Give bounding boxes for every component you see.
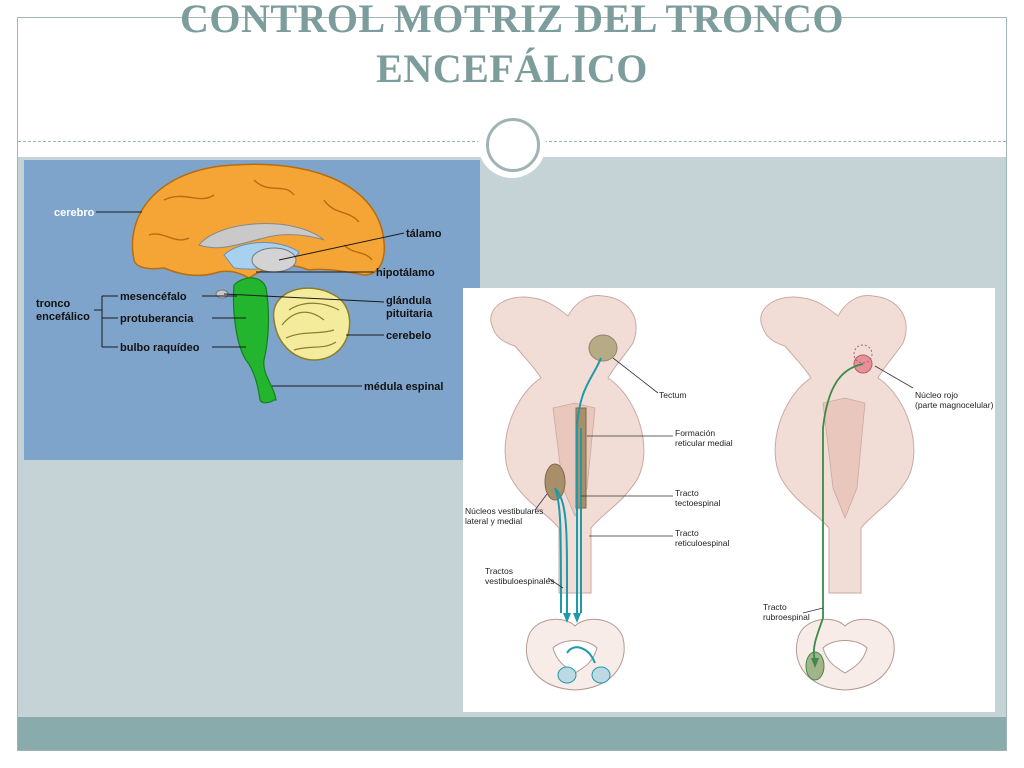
- brainstem-shape: [232, 277, 277, 404]
- label-nucleo-rojo-2: (parte magnocelular): [915, 400, 994, 410]
- label-formacion-2: reticular medial: [675, 438, 733, 448]
- footer-bar: [18, 717, 1006, 750]
- cerebellum-shape: [272, 287, 351, 361]
- title-divider-left: [18, 141, 480, 142]
- label-tecto-2: tectoespinal: [675, 498, 720, 508]
- divider-ring-icon: [486, 118, 540, 172]
- label-reticulo-2: reticuloespinal: [675, 538, 729, 548]
- brain-diagram-svg: cerebro tálamo hipotálamo glándula pitui…: [36, 163, 443, 404]
- label-talamo: tálamo: [406, 228, 442, 240]
- corpus-callosum-shape: [198, 223, 325, 249]
- cortex-folds: [148, 179, 373, 261]
- tectum-shape: [588, 334, 618, 362]
- label-rubro-1: Tracto: [763, 602, 787, 612]
- label-rubro-2: rubroespinal: [763, 612, 810, 622]
- label-medula: médula espinal: [364, 381, 443, 393]
- label-tractos-2: vestibuloespinales: [485, 576, 554, 586]
- label-glandula-1: glándula: [386, 295, 432, 307]
- label-tronco-1: tronco: [36, 298, 71, 310]
- cerebellum-folds: [281, 302, 340, 351]
- label-formacion-1: Formación: [675, 428, 715, 438]
- right-brainstem: [760, 294, 915, 691]
- label-bulbo: bulbo raquídeo: [120, 342, 200, 354]
- label-tecto-1: Tracto: [675, 488, 699, 498]
- label-glandula-2: pituitaria: [386, 308, 433, 320]
- cerebrum-shape: [131, 163, 385, 279]
- label-mesencefalo: mesencéfalo: [120, 291, 187, 303]
- leader-lines: [94, 211, 405, 387]
- tracts-diagram-svg: Tectum Formación reticular medial Tracto…: [465, 294, 994, 691]
- label-tractos-1: Tractos: [485, 566, 513, 576]
- title-line-2: ENCEFÁLICO: [376, 46, 648, 91]
- brain-diagram: cerebro tálamo hipotálamo glándula pitui…: [24, 160, 480, 460]
- label-nucleos-1: Núcleos vestibulares: [465, 506, 543, 516]
- vestibular-nucleus-shape: [544, 463, 566, 501]
- label-cerebro: cerebro: [54, 207, 95, 219]
- label-protuberancia: protuberancia: [120, 313, 194, 325]
- title-divider-right: [544, 141, 1006, 142]
- label-cerebelo: cerebelo: [386, 330, 432, 342]
- left-brainstem: [490, 294, 645, 691]
- slide-title: CONTROL MOTRIZ DEL TRONCO ENCEFÁLICO: [0, 0, 1024, 94]
- title-line-1: CONTROL MOTRIZ DEL TRONCO: [179, 0, 845, 41]
- label-tectum: Tectum: [659, 390, 686, 400]
- tracts-diagram: Tectum Formación reticular medial Tracto…: [463, 288, 995, 712]
- thalamus-shape: [251, 247, 297, 273]
- label-nucleo-rojo-1: Núcleo rojo: [915, 390, 958, 400]
- label-reticulo-1: Tracto: [675, 528, 699, 538]
- label-tronco-2: encefálico: [36, 311, 90, 323]
- label-hipotalamo: hipotálamo: [376, 267, 435, 279]
- label-nucleos-2: lateral y medial: [465, 516, 522, 526]
